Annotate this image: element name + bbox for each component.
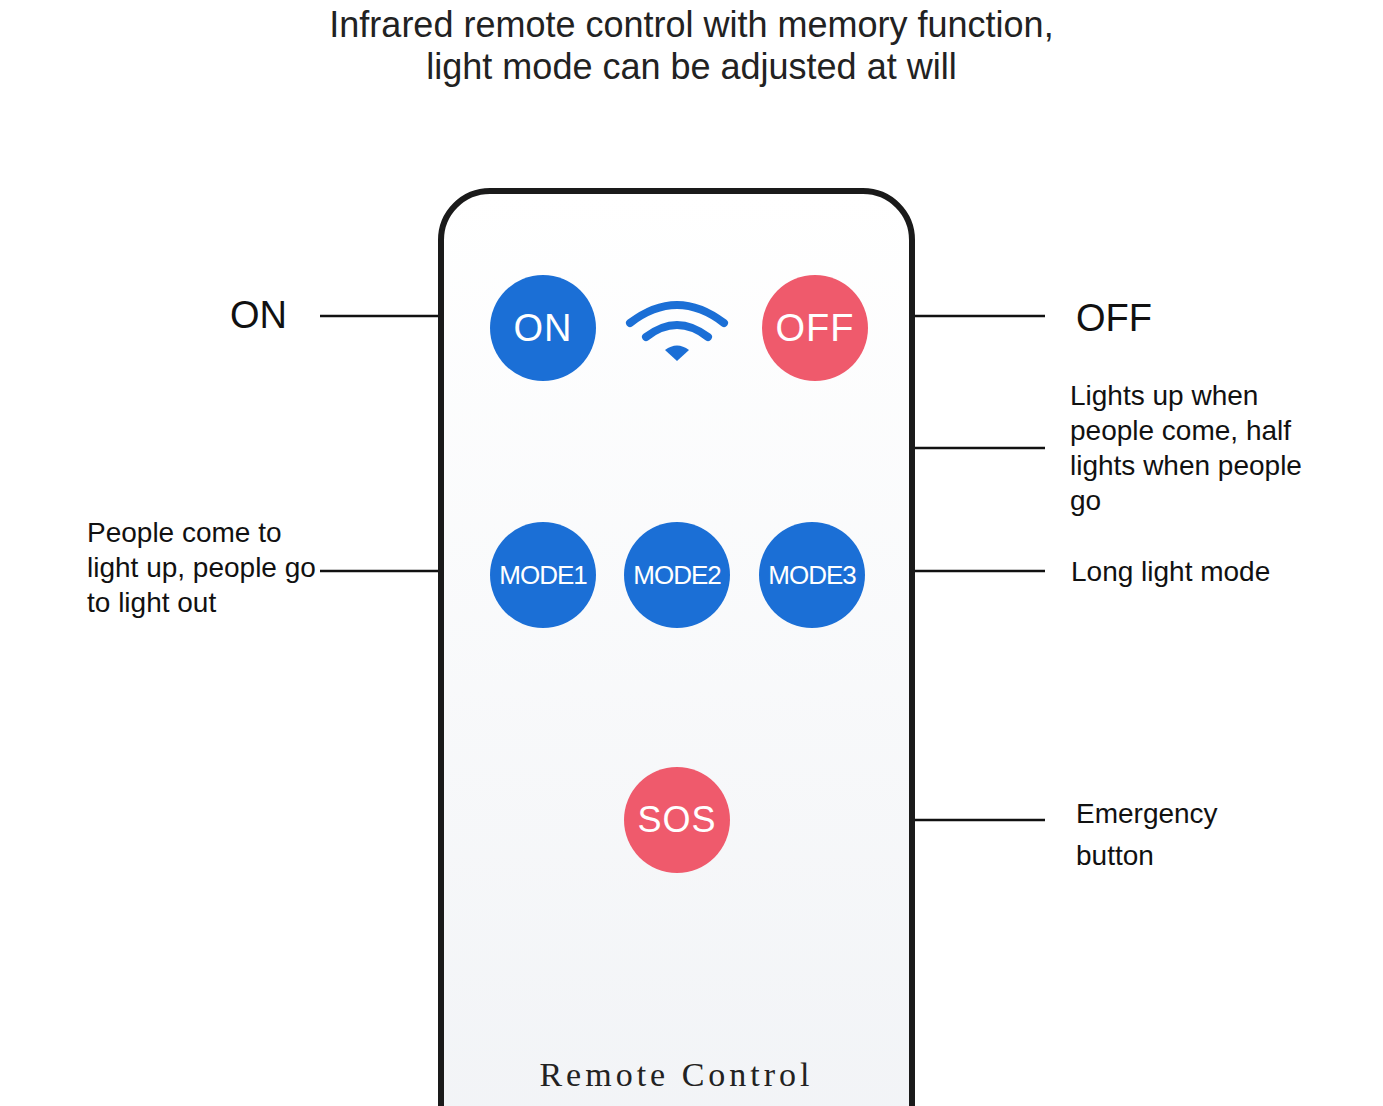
button-text: SOS xyxy=(637,799,716,841)
callout-label: OFF xyxy=(1076,296,1216,340)
heading: Infrared remote control with memory func… xyxy=(0,4,1383,88)
remote-button: MODE3 xyxy=(759,522,865,628)
heading-text: Infrared remote control with memory func… xyxy=(292,4,1092,88)
button-text: MODE1 xyxy=(499,560,586,591)
button-text: MODE3 xyxy=(768,560,855,591)
callout-description: Long light mode xyxy=(1071,554,1371,589)
remote-caption: Remote Control xyxy=(444,1056,909,1094)
callout-description: Lights up when people come, half lights … xyxy=(1070,378,1310,518)
remote-button: ON xyxy=(490,275,596,381)
button-text: MODE2 xyxy=(633,560,720,591)
button-text: ON xyxy=(514,307,573,350)
remote-button: SOS xyxy=(624,767,730,873)
callout-description: People come to light up, people go to li… xyxy=(87,515,319,620)
remote-button: MODE2 xyxy=(624,522,730,628)
remote-body: Remote Control ON OFF MODE1 MODE2 MODE3SOS xyxy=(438,188,915,1106)
callout-label: ON xyxy=(230,293,350,337)
wifi-icon xyxy=(622,295,732,365)
button-text: OFF xyxy=(776,307,855,350)
callout-description: Emergency button xyxy=(1076,793,1276,877)
remote-button: MODE1 xyxy=(490,522,596,628)
remote-button: OFF xyxy=(762,275,868,381)
